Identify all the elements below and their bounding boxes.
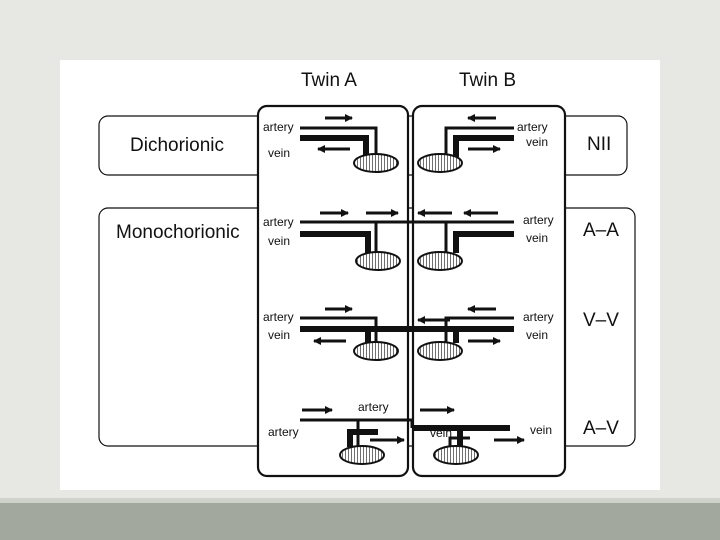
- footer-band: [0, 503, 720, 540]
- row4-a-artery-label: artery: [268, 425, 299, 439]
- row2-a-placenta: [355, 251, 401, 271]
- row1-a-vein-vessel: [300, 135, 369, 157]
- row4-a-vein-stub: [347, 429, 378, 447]
- row3-b-artery-vessel: [444, 316, 514, 343]
- row-arterio-arterial: artery vein artery vein: [263, 209, 554, 271]
- row2-b-placenta: [417, 251, 463, 271]
- row4-b-vein-label: vein: [530, 423, 552, 437]
- monochorionic-label: Monochorionic: [116, 222, 240, 243]
- row3-b-placenta: [417, 341, 463, 361]
- row1-a-artery-vessel: [300, 126, 378, 157]
- row1-b-artery-vessel: [444, 126, 514, 157]
- row4-b-artery-stub: [448, 436, 470, 447]
- row1-b-vein-label: vein: [526, 135, 548, 149]
- row-veno-venous: artery vein artery vein: [263, 305, 554, 361]
- twin-a-heading: Twin A: [301, 70, 357, 91]
- twin-b-column: [411, 104, 567, 478]
- row1-b-artery-label: artery: [517, 120, 548, 134]
- row4-a-placenta: [339, 445, 385, 465]
- row-code-aa: A–A: [583, 220, 619, 241]
- row1-b-placenta: [417, 153, 463, 173]
- dichorionic-label: Dichorionic: [130, 135, 224, 156]
- row3-a-artery-vessel: [300, 316, 378, 343]
- row3-b-artery-label: artery: [523, 310, 554, 324]
- footer-divider: [0, 498, 720, 503]
- row4-mid-artery-label: artery: [358, 400, 389, 414]
- twin-b-heading: Twin B: [459, 70, 516, 91]
- row4-b-placenta: [433, 445, 479, 465]
- row-dichorionic: artery vein artery vein: [263, 114, 548, 173]
- twin-a-column: [256, 104, 410, 478]
- row3-b-vein-label: vein: [526, 328, 548, 342]
- row2-a-vein-label: vein: [268, 234, 290, 248]
- row-arterio-venous: artery artery vein vein: [268, 400, 552, 465]
- row1-a-artery-label: artery: [263, 120, 294, 134]
- row2-b-vein-vessel: [453, 231, 514, 253]
- row1-a-vein-label: vein: [268, 146, 290, 160]
- row2-a-vein-vessel: [300, 231, 371, 253]
- row2-b-artery-label: artery: [523, 213, 554, 227]
- row-code-av: A–V: [583, 418, 619, 439]
- row3-a-vein-label: vein: [268, 328, 290, 342]
- row-code-vv: V–V: [583, 310, 619, 331]
- row3-a-artery-label: artery: [263, 310, 294, 324]
- row1-b-vein-vessel: [453, 135, 514, 157]
- row3-a-placenta: [353, 341, 399, 361]
- row-code-nii: NII: [587, 134, 611, 155]
- row1-a-placenta: [353, 153, 399, 173]
- row2-a-artery-label: artery: [263, 215, 294, 229]
- row2-b-vein-label: vein: [526, 231, 548, 245]
